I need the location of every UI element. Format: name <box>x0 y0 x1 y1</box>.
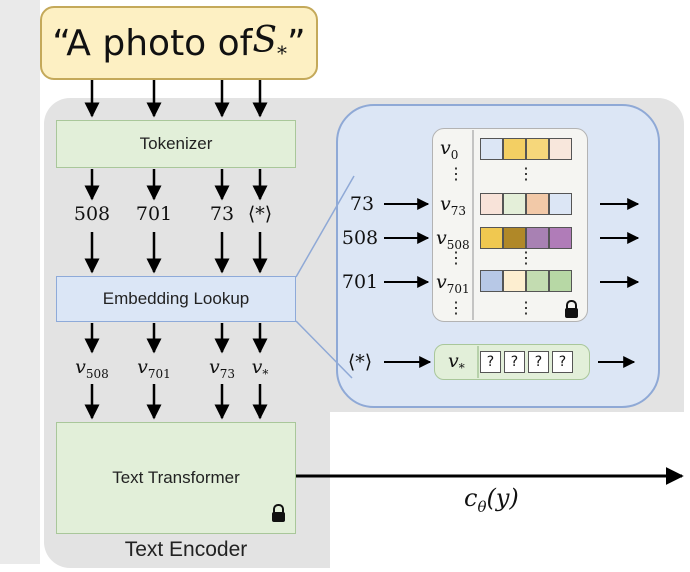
embedded-vector-701: v701 <box>137 356 171 381</box>
embedding-cell <box>526 227 549 249</box>
embedded-vector-73: v73 <box>208 356 235 381</box>
embedding-cell <box>503 270 526 292</box>
lookup-row-v508-label: v508 <box>436 227 470 252</box>
unknown-cell: ? <box>528 351 549 373</box>
lookup-row-v701-cells <box>480 270 576 292</box>
text-encoder-label: Text Encoder <box>124 538 248 561</box>
lookup-row-v73-cells <box>480 193 576 215</box>
row-ellipsis: ⋮ <box>448 298 464 317</box>
prompt-text: “A photo of <box>52 22 253 64</box>
left-margin-bar <box>0 0 40 564</box>
prompt-close-quote: ” <box>287 22 306 64</box>
prompt-box: “A photo of S*” <box>40 6 318 80</box>
tokenizer-box: Tokenizer <box>56 120 296 168</box>
embedding-cell <box>480 227 503 249</box>
embedding-lookup-box: Embedding Lookup <box>56 276 296 322</box>
row-ellipsis: ⋮ <box>518 164 534 183</box>
lookup-input-508: 508 <box>341 227 379 249</box>
embedding-cell <box>503 227 526 249</box>
embedding-cell <box>549 193 572 215</box>
unknown-cell: ? <box>504 351 525 373</box>
transformer-lock-icon <box>272 504 288 524</box>
placeholder-input-token: ⟨*⟩ <box>347 351 373 373</box>
unknown-cell: ? <box>552 351 573 373</box>
lookup-row-v0-cells <box>480 138 576 160</box>
embedding-cell <box>480 193 503 215</box>
lookup-row-v508-cells <box>480 227 576 249</box>
lookup-input-73: 73 <box>349 193 375 215</box>
token-id-701: 701 <box>135 203 173 225</box>
embedding-cell <box>549 138 572 160</box>
prompt-symbol: S* <box>252 20 288 66</box>
embedding-cell <box>549 270 572 292</box>
embedding-cell <box>526 270 549 292</box>
lookup-row-v0-label: v0 <box>440 137 459 162</box>
callout-connectors <box>295 175 355 379</box>
placeholder-vector-label: v* <box>448 350 465 375</box>
embedding-cell <box>503 138 526 160</box>
output-embedding-label: cθ(y) <box>464 484 519 516</box>
embedding-cell <box>480 138 503 160</box>
token-id-placeholder: ⟨*⟩ <box>247 203 273 225</box>
placeholder-cells: ? ? ? ? <box>480 351 576 373</box>
row-ellipsis: ⋮ <box>518 298 534 317</box>
vertical-arrows <box>84 80 268 420</box>
embedding-table-lock-icon <box>565 300 581 320</box>
embedding-cell <box>526 138 549 160</box>
unknown-cell: ? <box>480 351 501 373</box>
row-ellipsis: ⋮ <box>448 248 464 267</box>
text-transformer-box: Text Transformer <box>56 422 296 534</box>
lookup-arrows <box>384 198 640 368</box>
lookup-row-v701-label: v701 <box>436 271 470 296</box>
embedding-cell <box>549 227 572 249</box>
embedded-vector-508: v508 <box>75 356 109 381</box>
embedded-vector-placeholder: v* <box>251 356 269 381</box>
embedding-cell <box>480 270 503 292</box>
row-ellipsis: ⋮ <box>448 164 464 183</box>
encoder-notch <box>330 412 690 572</box>
lookup-input-701: 701 <box>341 271 379 293</box>
token-id-73: 73 <box>209 203 235 225</box>
row-ellipsis: ⋮ <box>518 248 534 267</box>
token-id-508: 508 <box>73 203 111 225</box>
embedding-cell <box>503 193 526 215</box>
embedding-cell <box>526 193 549 215</box>
lookup-row-v73-label: v73 <box>440 193 467 218</box>
